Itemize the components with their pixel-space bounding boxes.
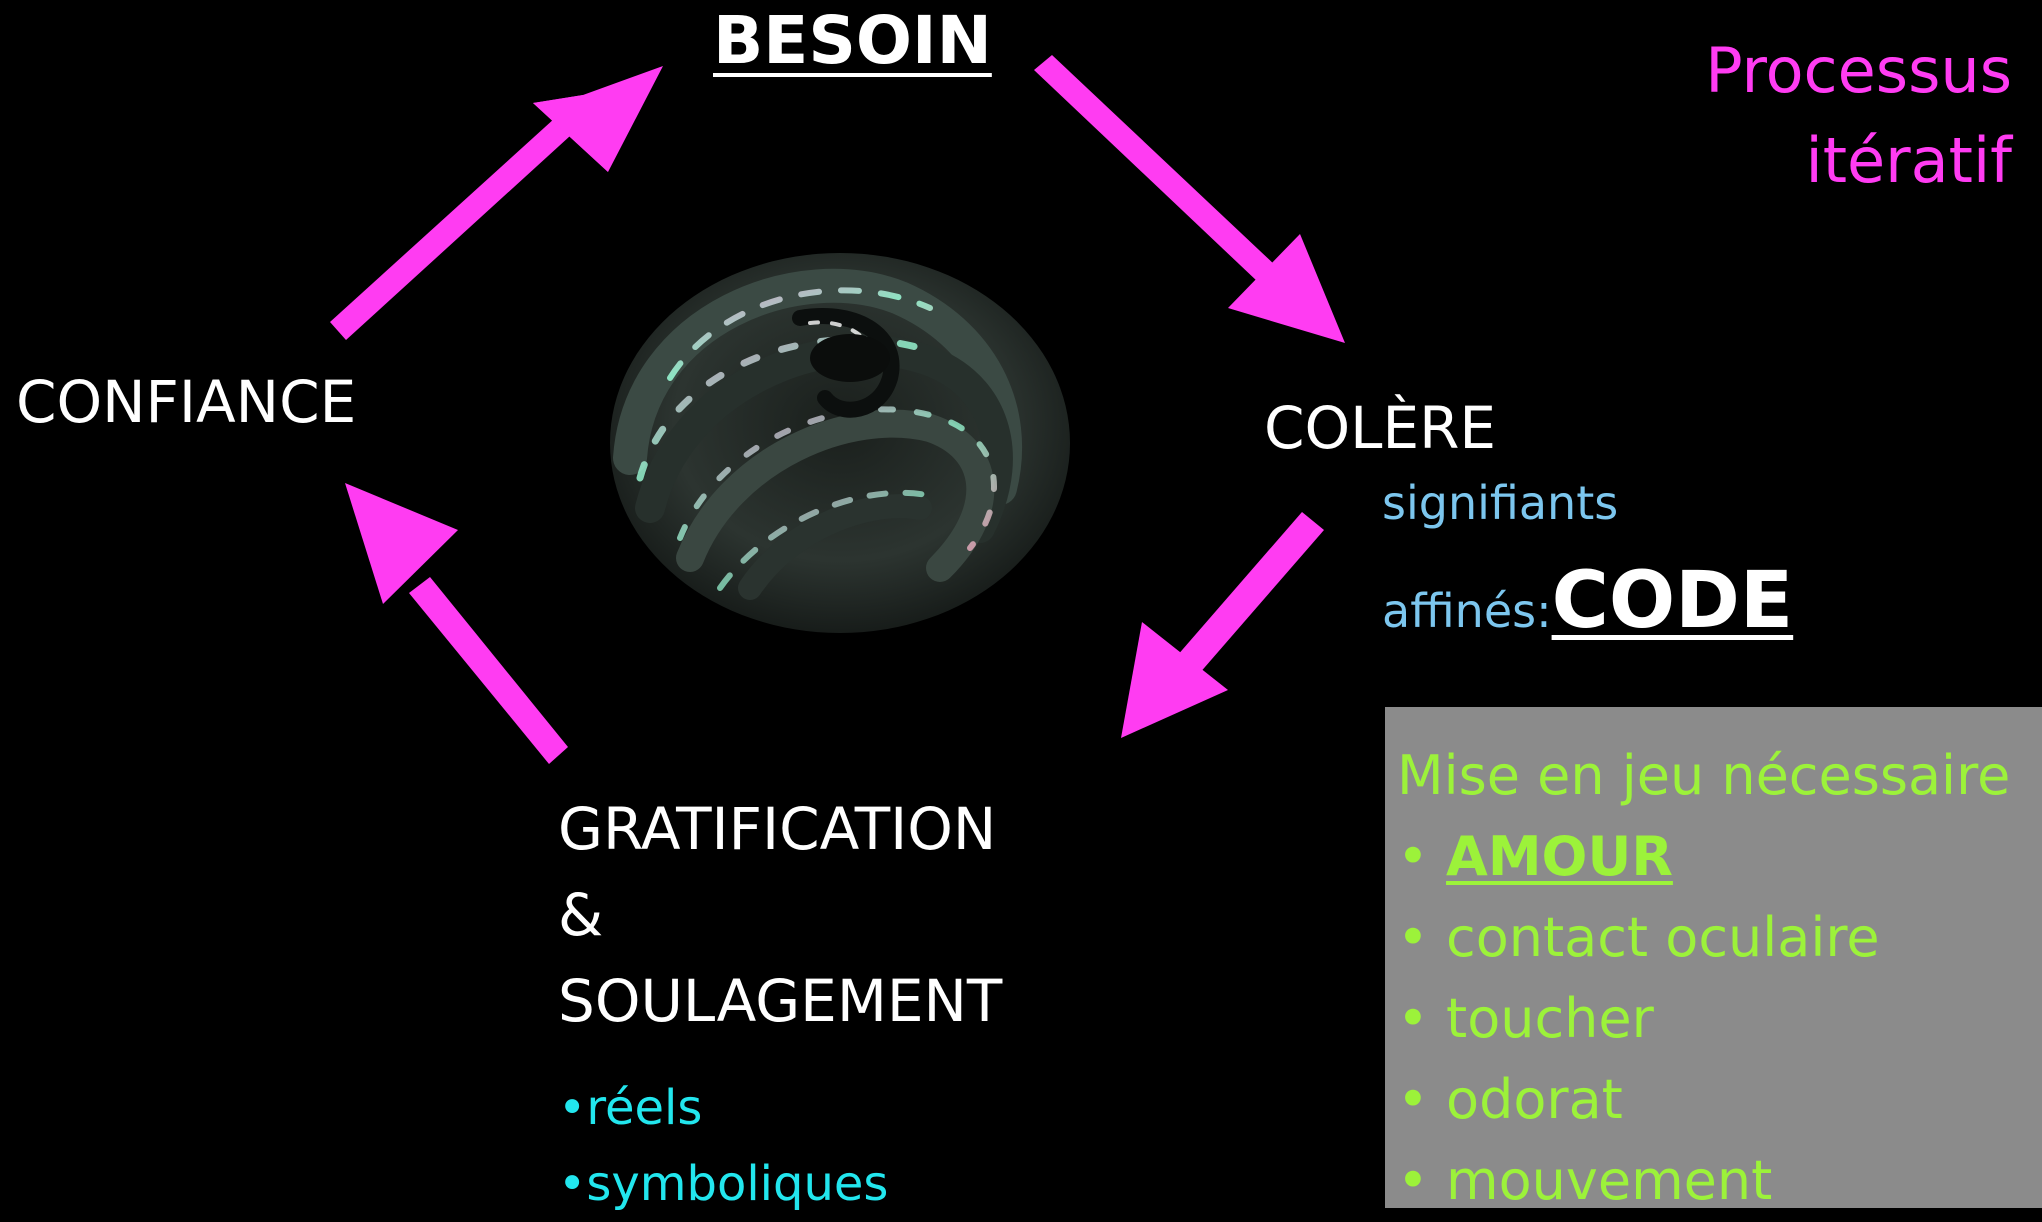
box-item-label: AMOUR	[1446, 825, 1673, 888]
bullet-icon: •	[1397, 987, 1429, 1050]
node-colere: COLÈRE	[1264, 394, 1496, 462]
box-item: • contact oculaire	[1397, 897, 2042, 978]
colere-sub-line2: affinés:CODE	[1382, 556, 1793, 646]
process-label-line1: Processus	[1705, 26, 2012, 116]
arrow-besoin-to-colere	[1034, 55, 1345, 343]
box-item: • odorat	[1397, 1059, 2042, 1140]
glass-swirl-sculpture-icon	[600, 238, 1080, 638]
node-confiance: CONFIANCE	[16, 368, 356, 436]
process-label: Processus itératif	[1705, 26, 2012, 206]
bullet-icon: •	[1397, 825, 1429, 888]
bullet-item: •symboliques	[558, 1146, 888, 1222]
box-item: • mouvement	[1397, 1140, 2042, 1221]
bullet-icon: •	[1397, 1068, 1429, 1131]
box-item-label: toucher	[1446, 987, 1654, 1050]
requirements-box: Mise en jeu nécessaire • AMOUR • contact…	[1385, 707, 2042, 1208]
gratification-line: GRATIFICATION	[558, 786, 1002, 872]
box-item-label: contact oculaire	[1446, 906, 1880, 969]
gratification-line: SOULAGEMENT	[558, 958, 1002, 1044]
arrow-colere-to-gratification	[1121, 512, 1324, 738]
box-item: • toucher	[1397, 978, 2042, 1059]
process-label-line2: itératif	[1705, 116, 2012, 206]
arrow-gratification-to-confiance	[345, 483, 568, 764]
colere-sub-line1: signifiants	[1382, 476, 1618, 530]
gratification-line: &	[558, 872, 1002, 958]
code-word: CODE	[1552, 556, 1794, 646]
node-besoin: BESOIN	[713, 2, 992, 79]
bullet-icon: •	[1397, 906, 1429, 969]
box-title: Mise en jeu nécessaire	[1397, 735, 2042, 816]
colere-sub-prefix: affinés:	[1382, 584, 1552, 638]
bullet-item: •réels	[558, 1070, 888, 1146]
box-item-label: odorat	[1446, 1068, 1623, 1131]
gratification-bullets: •réels •symboliques	[558, 1070, 888, 1222]
bullet-icon: •	[1397, 1149, 1429, 1212]
node-gratification: GRATIFICATION & SOULAGEMENT	[558, 786, 1002, 1044]
box-item: • AMOUR	[1397, 816, 2042, 897]
box-item-label: mouvement	[1446, 1149, 1772, 1212]
